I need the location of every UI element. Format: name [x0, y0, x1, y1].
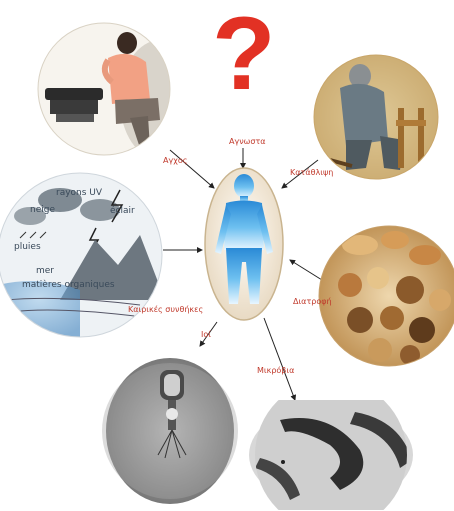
exhaustion-image [314, 55, 438, 179]
weather-text-organic: matières organiques [22, 280, 115, 290]
microbes-image [249, 400, 413, 510]
arrow-microbes [264, 318, 295, 400]
weather-text-uv: rayons UV [56, 188, 102, 198]
virus-image [100, 358, 240, 510]
label-virus: Ιοί [201, 330, 211, 339]
human-body-figure [205, 168, 283, 320]
label-exhaustion: Κατάθλιψη [290, 168, 333, 177]
label-weather: Καιρικές συνθήκες [128, 305, 203, 314]
weather-text-eclair: éclair [110, 206, 135, 216]
label-nutrition: Διατροφή [293, 297, 332, 306]
weather-text-neige: neige [30, 205, 55, 215]
weather-text-mer: mer [36, 266, 54, 276]
weather-image [0, 173, 165, 340]
arrow-nutrition [290, 260, 322, 280]
nutrition-image [319, 226, 454, 366]
question-mark-icon: ? [212, 2, 272, 112]
stress-image [38, 23, 200, 160]
label-unknown: Αγνωστα [229, 137, 266, 146]
label-microbes: Μικρόβια [257, 366, 294, 375]
weather-text-pluies: pluies [14, 242, 41, 252]
label-stress: Αγχος [163, 156, 187, 165]
